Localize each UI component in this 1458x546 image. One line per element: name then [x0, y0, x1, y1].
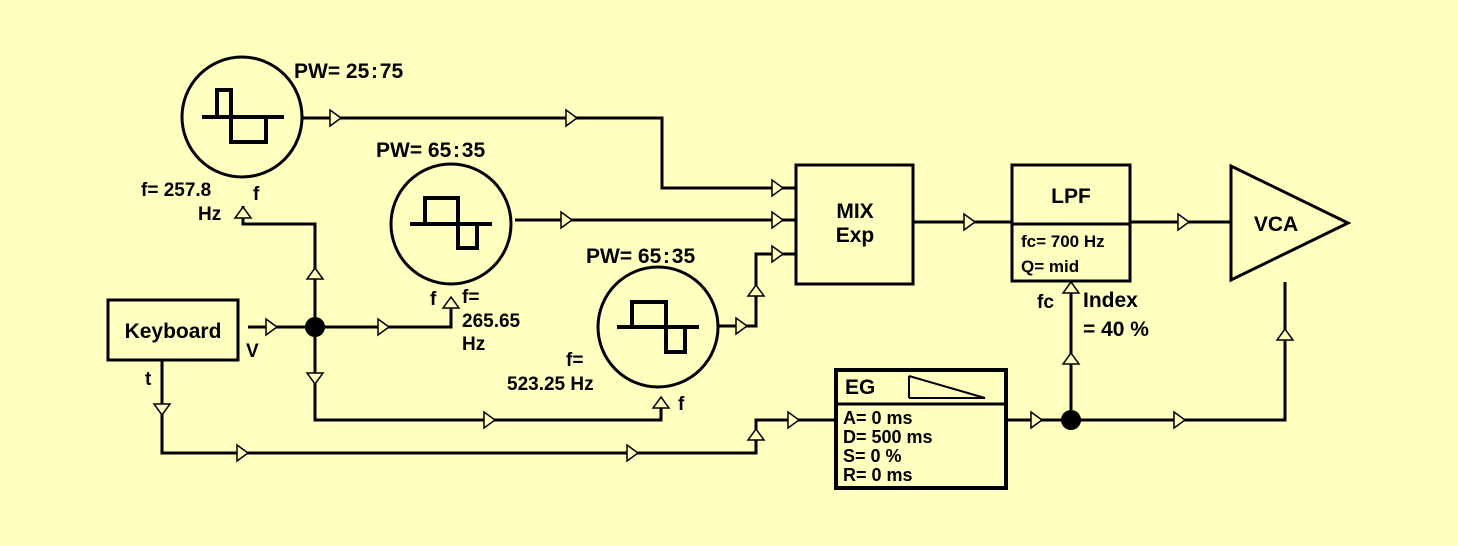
arrow-up — [746, 283, 766, 297]
eg-attack: A= 0 ms — [843, 408, 913, 428]
osc2-frequency-value: 265.65 — [462, 311, 521, 332]
keyboard-port-t: t — [145, 369, 152, 390]
wire-junction-to-osc2 — [315, 306, 453, 329]
wire-keyboard-gate — [160, 361, 836, 455]
arrow-right — [329, 108, 343, 128]
osc3-pulse-width: PW= 65 : 35 — [586, 245, 695, 268]
arrow-up — [233, 205, 253, 219]
pulse-wave-icon — [202, 88, 284, 144]
osc1-frequency: f= 257.8 — [141, 180, 211, 201]
junction-keyboard-v — [305, 317, 325, 337]
osc3-frequency-value: 523.25 Hz — [507, 374, 594, 395]
modulation-index-label: Index — [1083, 289, 1138, 312]
arrow-right — [565, 108, 579, 128]
arrow-right — [735, 316, 749, 336]
eg-sustain: S= 0 % — [843, 446, 902, 466]
eg-decay: D= 500 ms — [843, 427, 933, 447]
vca-label: VCA — [1254, 213, 1298, 236]
oscillator-2[interactable]: PW= 65 : 35 f f= 265.65 Hz — [376, 139, 521, 355]
wire-osc1-to-mixer — [302, 116, 796, 190]
osc2-frequency-unit: Hz — [462, 334, 485, 355]
arrow-right — [265, 317, 279, 337]
osc2-frequency: f= — [462, 287, 479, 308]
junction-eg-out — [1061, 410, 1081, 430]
arrow-right — [560, 210, 574, 230]
arrow-right — [483, 410, 497, 430]
lpf-title: LPF — [1051, 185, 1091, 208]
wire-junction-to-osc1 — [241, 206, 317, 327]
lpf-resonance: Q= mid — [1021, 257, 1079, 276]
arrow-right — [771, 178, 785, 198]
arrow-right — [771, 244, 785, 264]
lpf-port-fc: fc — [1037, 292, 1054, 313]
arrow-up — [651, 395, 671, 409]
arrow-down — [152, 403, 172, 417]
mixer-module[interactable]: MIX Exp — [794, 163, 915, 286]
arrow-right — [963, 212, 977, 232]
arrow-up — [305, 266, 325, 280]
pulse-wave-icon — [617, 300, 699, 354]
arrow-up — [1061, 280, 1081, 294]
oscillator-1[interactable]: PW= 25 : 75 f= 257.8 Hz f — [141, 55, 403, 225]
osc3-frequency: f= — [566, 350, 583, 371]
eg-title: EG — [845, 376, 875, 399]
arrow-up — [1061, 351, 1081, 365]
lpf-cutoff: fc= 700 Hz — [1021, 232, 1105, 251]
osc1-frequency-unit: Hz — [198, 204, 221, 225]
mixer-label: MIX — [836, 200, 873, 223]
arrow-right — [1030, 410, 1044, 430]
arrow-up — [1275, 327, 1295, 341]
arrow-right — [377, 317, 391, 337]
osc1-port-f: f — [253, 184, 260, 205]
signal-arrows — [152, 108, 1295, 463]
arrow-up — [746, 427, 766, 441]
envelope-shape-icon — [908, 375, 986, 399]
keyboard-port-v: V — [246, 341, 259, 362]
arrow-right — [236, 443, 250, 463]
arrow-right — [1177, 212, 1191, 232]
arrow-down — [305, 372, 325, 386]
osc2-pulse-width: PW= 65 : 35 — [376, 139, 485, 162]
eg-release: R= 0 ms — [843, 465, 913, 485]
keyboard-module[interactable]: Keyboard V t — [106, 298, 259, 390]
lowpass-filter-module[interactable]: LPF fc= 700 Hz Q= mid fc — [1010, 163, 1132, 313]
vca-module[interactable]: VCA — [1229, 163, 1352, 283]
osc3-port-f: f — [678, 394, 685, 415]
keyboard-label: Keyboard — [125, 320, 222, 343]
osc1-pulse-width: PW= 25 : 75 — [294, 60, 403, 83]
osc2-port-f: f — [430, 289, 437, 310]
mixer-mode: Exp — [836, 224, 875, 247]
pulse-wave-icon — [410, 196, 492, 250]
arrow-right — [626, 443, 640, 463]
arrow-right — [1173, 410, 1187, 430]
oscillator-3[interactable]: PW= 65 : 35 f= 523.25 Hz f — [507, 245, 720, 415]
modulation-index-value: = 40 % — [1083, 318, 1149, 341]
envelope-generator-module[interactable]: EG A= 0 ms D= 500 ms S= 0 % R= 0 ms — [834, 368, 1008, 490]
arrow-right — [771, 210, 785, 230]
arrow-up — [441, 295, 461, 309]
arrow-right — [787, 410, 801, 430]
